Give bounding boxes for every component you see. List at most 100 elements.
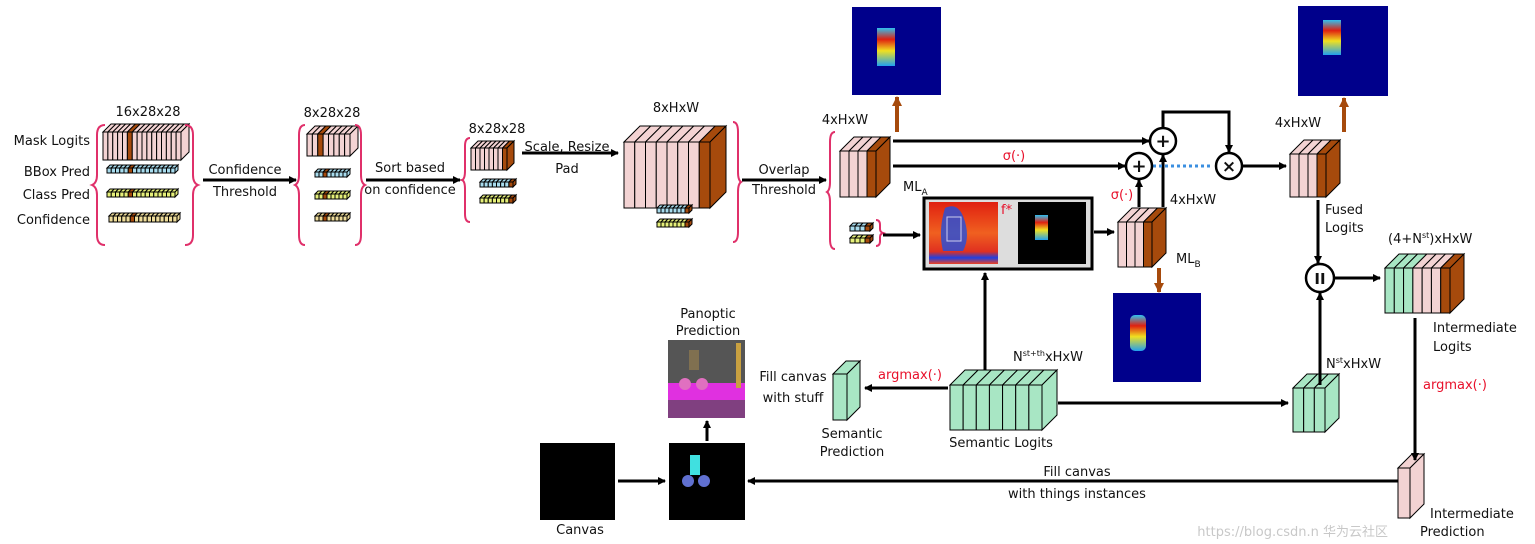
svg-text:4xHxW: 4xHxW: [822, 113, 868, 128]
tensor-slice: [112, 131, 119, 161]
svg-text:Pad: Pad: [555, 162, 578, 177]
tensor-slice: [161, 167, 167, 174]
tensor-slice: [1403, 267, 1414, 314]
tensor-slice: [688, 141, 700, 209]
tensor-slice: [493, 147, 499, 171]
tensor-slice: [119, 167, 125, 174]
mask-logits-a: [838, 135, 892, 199]
tensor-slice: [1292, 387, 1305, 433]
mask-logits-16: [101, 122, 191, 162]
tensor-slice: [102, 131, 109, 161]
tensor-slice: [146, 215, 152, 223]
tensor-slice: [491, 197, 497, 204]
tensor-side: [1041, 368, 1058, 432]
tensor-slice: [112, 215, 118, 223]
svg-text:MLB: MLB: [1176, 252, 1201, 270]
tensor-slice: [496, 181, 502, 188]
svg-text:Logits: Logits: [1433, 340, 1472, 355]
tensor-slice: [664, 221, 670, 228]
tensor-slice: [322, 215, 328, 222]
tensor-slice: [668, 221, 674, 228]
class-pred-resized: [655, 217, 694, 229]
tensor-slice: [125, 215, 131, 223]
tensor-slice: [165, 131, 172, 161]
tensor-slice: [1298, 153, 1309, 198]
tensor-slice: [338, 133, 346, 157]
svg-text:16x28x28: 16x28x28: [115, 105, 180, 120]
watermark: https://blog.csdn.n 华为云社区: [1197, 524, 1388, 540]
tensor-slice: [170, 167, 176, 174]
tensor-slice: [117, 131, 123, 161]
svg-text:4xHxW: 4xHxW: [1275, 116, 1321, 131]
tensor-slice: [127, 167, 133, 174]
mask-logits-resized: [622, 124, 728, 210]
tensor-slice: [121, 215, 127, 223]
tensor-slice: [666, 141, 679, 209]
svg-text:Fill canvas: Fill canvas: [759, 370, 827, 385]
tensor-side: [688, 203, 693, 215]
tensor-slice: [134, 215, 140, 223]
tensor-slice: [504, 197, 510, 204]
tensor-slice: [106, 167, 112, 174]
tensor-slice: [854, 225, 861, 232]
svg-text:MLA: MLA: [903, 180, 928, 198]
tensor-slice: [149, 167, 155, 174]
tensor-slice: [338, 215, 344, 222]
svg-text:(4+Nst)xHxW: (4+Nst)xHxW: [1388, 231, 1473, 247]
nst-logits: [1291, 372, 1341, 434]
tensor-slice: [314, 193, 320, 200]
tensor-slice: [144, 191, 150, 198]
tensor-slice: [975, 384, 990, 431]
tensor-slice: [344, 133, 351, 157]
tensor-side: [512, 193, 517, 205]
tensor-slice: [859, 225, 866, 232]
tensor-slice: [163, 215, 169, 223]
mask-logits-8: [305, 124, 360, 158]
tensor-side: [176, 211, 181, 224]
tensor-slice: [496, 197, 502, 204]
tensor-side: [349, 124, 359, 158]
tensor-slice: [123, 191, 129, 198]
tensor-slice: [849, 237, 856, 244]
tensor-slice: [832, 373, 848, 421]
svg-text:×: ×: [1222, 157, 1236, 177]
class-pred-a: [848, 233, 875, 245]
tensor-slice: [497, 147, 503, 171]
tensor-slice: [487, 181, 493, 188]
tensor-side: [1449, 252, 1465, 315]
bbox-pred-sorted: [478, 177, 518, 189]
tensor-slice: [677, 141, 689, 209]
tensor-slice: [328, 133, 335, 157]
tensor-slice: [508, 197, 514, 204]
tensor-side: [506, 139, 515, 172]
tensor-slice: [110, 191, 116, 198]
tensor-slice: [326, 171, 332, 178]
tensor-slice: [1134, 221, 1144, 268]
tensor-slice: [318, 215, 324, 222]
braces: [89, 121, 887, 250]
tensor-slice: [848, 150, 859, 198]
tensor-slice: [684, 221, 690, 228]
tensor-slice: [479, 181, 485, 188]
tensor-side: [346, 211, 351, 223]
tensor-slice: [660, 221, 666, 228]
tensor-slice: [127, 191, 133, 198]
svg-text:4xHxW: 4xHxW: [1170, 193, 1216, 208]
tensor-slice: [655, 141, 668, 209]
tensor-slice: [140, 167, 146, 174]
tensor-slice: [1002, 384, 1017, 431]
tensor-slice: [306, 133, 313, 157]
tensor-slice: [334, 171, 340, 178]
tensor-slice: [330, 171, 336, 178]
svg-text:+: +: [1131, 156, 1146, 177]
tensor-slice: [487, 197, 493, 204]
svg-text:σ(·): σ(·): [1111, 188, 1134, 203]
bbox-pred-8: [313, 167, 352, 179]
tensor-slice: [1397, 467, 1411, 519]
tensor-side: [1324, 372, 1340, 434]
svg-text:Sort based: Sort based: [375, 161, 445, 176]
tensor-slice: [334, 215, 340, 222]
svg-text:Fused: Fused: [1325, 203, 1363, 218]
tensor-slice: [107, 131, 114, 161]
